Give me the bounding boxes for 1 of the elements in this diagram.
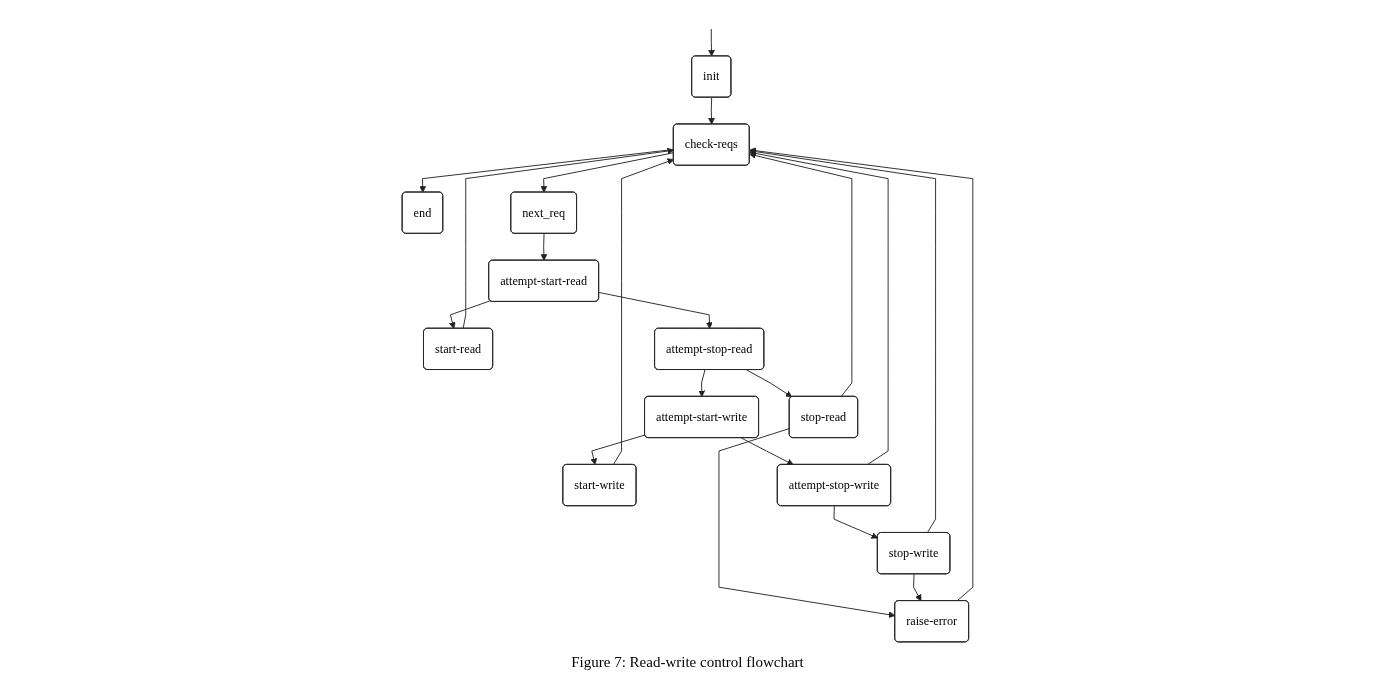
figure-caption: Figure 7: Read-write control flowchart xyxy=(571,653,804,672)
